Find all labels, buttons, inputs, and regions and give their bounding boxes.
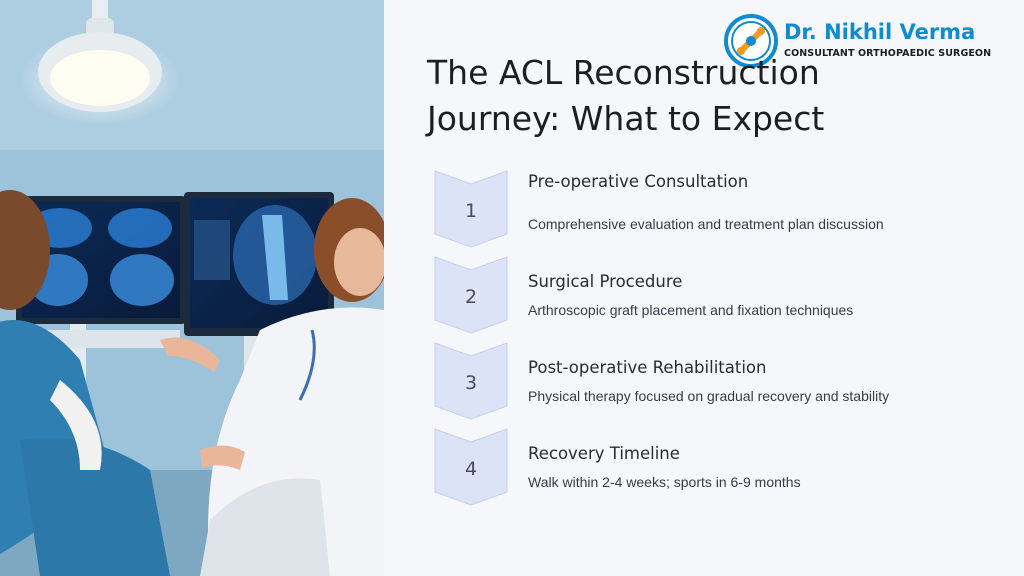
step-title: Recovery Timeline xyxy=(528,444,680,463)
step-description: Arthroscopic graft placement and fixatio… xyxy=(528,302,854,318)
chevron-step-icon xyxy=(434,342,508,420)
step-item-3: 3 Post-operative Rehabilitation Physical… xyxy=(434,342,994,430)
step-title: Surgical Procedure xyxy=(528,272,683,291)
slide-content: Dr. Nikhil Verma CONSULTANT ORTHOPAEDIC … xyxy=(384,0,1024,576)
step-title: Post-operative Rehabilitation xyxy=(528,358,767,377)
bone-joint-logo-icon xyxy=(724,14,778,68)
chevron-step-icon xyxy=(434,428,508,506)
step-description: Comprehensive evaluation and treatment p… xyxy=(528,216,884,232)
chevron-step-icon xyxy=(434,256,508,334)
step-item-1: 1 Pre-operative Consultation Comprehensi… xyxy=(434,170,994,258)
step-item-2: 2 Surgical Procedure Arthroscopic graft … xyxy=(434,256,994,344)
step-number: 1 xyxy=(464,200,478,222)
title-line-1: The ACL Reconstruction xyxy=(427,53,820,92)
brand-subtitle: CONSULTANT ORTHOPAEDIC SURGEON xyxy=(784,48,992,59)
title-line-2: Journey: What to Expect xyxy=(427,99,825,138)
step-description: Physical therapy focused on gradual reco… xyxy=(528,388,890,404)
page-title: The ACL Reconstruction Journey: What to … xyxy=(427,50,907,142)
step-number: 4 xyxy=(464,458,478,480)
chevron-step-icon xyxy=(434,170,508,248)
step-number: 2 xyxy=(464,286,478,308)
brand-header: Dr. Nikhil Verma CONSULTANT ORTHOPAEDIC … xyxy=(724,14,1014,68)
step-item-4: 4 Recovery Timeline Walk within 2-4 week… xyxy=(434,428,994,516)
step-title: Pre-operative Consultation xyxy=(528,172,749,191)
step-description: Walk within 2-4 weeks; sports in 6-9 mon… xyxy=(528,474,801,490)
clinic-consultation-photo xyxy=(0,0,384,576)
brand-name: Dr. Nikhil Verma xyxy=(784,20,976,44)
step-number: 3 xyxy=(464,372,478,394)
